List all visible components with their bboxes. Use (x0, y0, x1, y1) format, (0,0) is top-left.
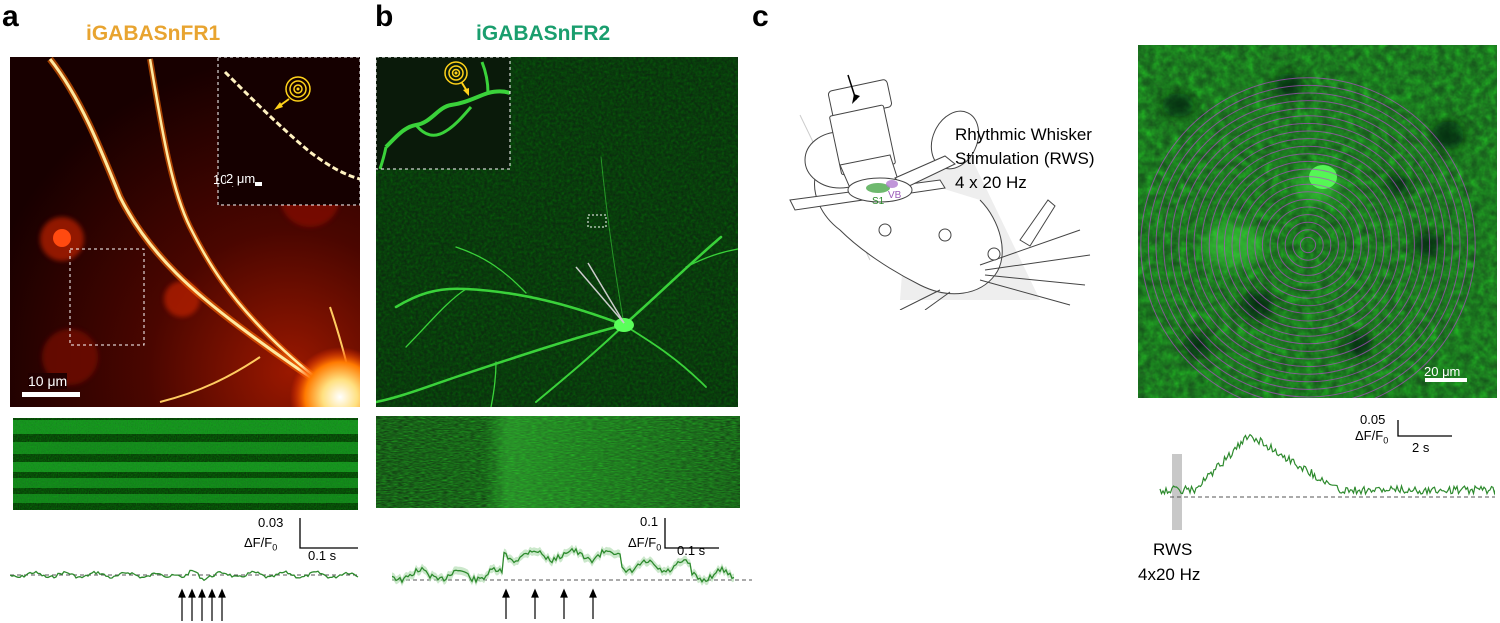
panel-a-scalebar-x: 0.1 s (308, 548, 337, 563)
scan-ring (1223, 160, 1393, 330)
scan-ring (1155, 92, 1461, 398)
panel-b-scalebar-y: 0.1 (640, 514, 659, 529)
panel-c-micrograph (1138, 45, 1497, 398)
panel-a-micrograph (10, 57, 360, 407)
panel-c-micrograph-svg (1138, 45, 1497, 398)
panel-b-label: b (375, 0, 394, 33)
panel-b-micrograph-svg (376, 57, 738, 407)
panel-c-trace (1159, 433, 1495, 530)
scan-ring (1163, 100, 1453, 390)
panel-c-scalebar (1397, 420, 1452, 437)
rws-label: Rhythmic Whisker Stimulation (RWS) 4 x 2… (955, 125, 1095, 192)
scan-ring (1208, 145, 1408, 345)
panel-c-scale: 20 μm (1424, 364, 1461, 379)
panel-a-label: a (2, 0, 19, 33)
stim-arrowhead (178, 588, 186, 598)
scan-ring (1231, 168, 1385, 322)
stim-arrowhead (531, 588, 539, 598)
panel-b-kymograph-svg (376, 416, 740, 508)
panel-a-scalebar (299, 518, 358, 549)
rws-stim-bar (1172, 454, 1182, 530)
stim-arrowhead (198, 588, 206, 598)
scan-ring (1178, 115, 1438, 375)
scan-ring (1284, 221, 1332, 269)
panel-c-mouse-schematic (789, 74, 1091, 310)
stim-arrowhead (589, 588, 597, 598)
stim-label-1: RWS (1153, 540, 1193, 559)
scan-ring (1216, 153, 1400, 337)
scan-ring (1277, 214, 1339, 276)
panel-b-trace (392, 544, 752, 619)
panel-a-micrograph-svg (10, 57, 360, 407)
scan-ring (1170, 107, 1446, 383)
mouse-label-s1: S1 (872, 196, 885, 207)
stim-arrowhead (208, 588, 216, 598)
stim-label-2: 4x20 Hz (1138, 565, 1201, 584)
panel-a-inset-scale: 2 μm (226, 171, 256, 186)
panel-c-label: c (752, 0, 769, 33)
panel-a-kymograph (13, 418, 358, 510)
panel-c-scalebar-x: 2 s (1412, 440, 1430, 455)
panel-a-scalebar-ylabel: ΔF/F0 (244, 535, 278, 553)
scan-ring (1140, 77, 1476, 398)
panel-c-scalebar-y: 0.05 (1360, 412, 1386, 427)
scan-ring (1261, 198, 1355, 292)
scan-ring (1246, 183, 1370, 307)
scan-ring (1299, 236, 1317, 254)
vb-region (886, 180, 898, 188)
scan-ring (1292, 229, 1324, 261)
scan-ring (1239, 176, 1377, 314)
panel-b-title: iGABASnFR2 (476, 22, 611, 45)
panel-a-trace (10, 569, 360, 621)
scan-ring (1254, 191, 1362, 299)
stim-arrowhead (188, 588, 196, 598)
stim-arrowhead (502, 588, 510, 598)
panel-c-scalebar-ylabel: ΔF/F0 (1355, 428, 1389, 446)
panel-b-scalebar-x: 0.1 s (677, 543, 706, 558)
panel-a-title: iGABASnFR1 (86, 22, 221, 45)
mouse-label-vb: VB (888, 190, 902, 201)
scan-ring (1269, 206, 1347, 284)
s1-region (866, 183, 890, 193)
panel-b-kymograph (376, 416, 740, 508)
panel-a-main-scale: 10 μm (28, 373, 68, 389)
panel-b-micrograph (376, 57, 738, 407)
scan-ring (1185, 122, 1431, 368)
panel-a-kymograph-svg (13, 418, 358, 510)
scan-ring (1201, 138, 1415, 352)
panel-b-scalebar (664, 518, 719, 549)
scan-ring (1193, 130, 1423, 360)
panel-a-scalebar-y: 0.03 (258, 515, 284, 530)
panel-b-scalebar-ylabel: ΔF/F0 (628, 535, 662, 553)
scan-ring (1147, 84, 1469, 398)
stim-arrowhead (560, 588, 568, 598)
stim-arrowhead (218, 588, 226, 598)
